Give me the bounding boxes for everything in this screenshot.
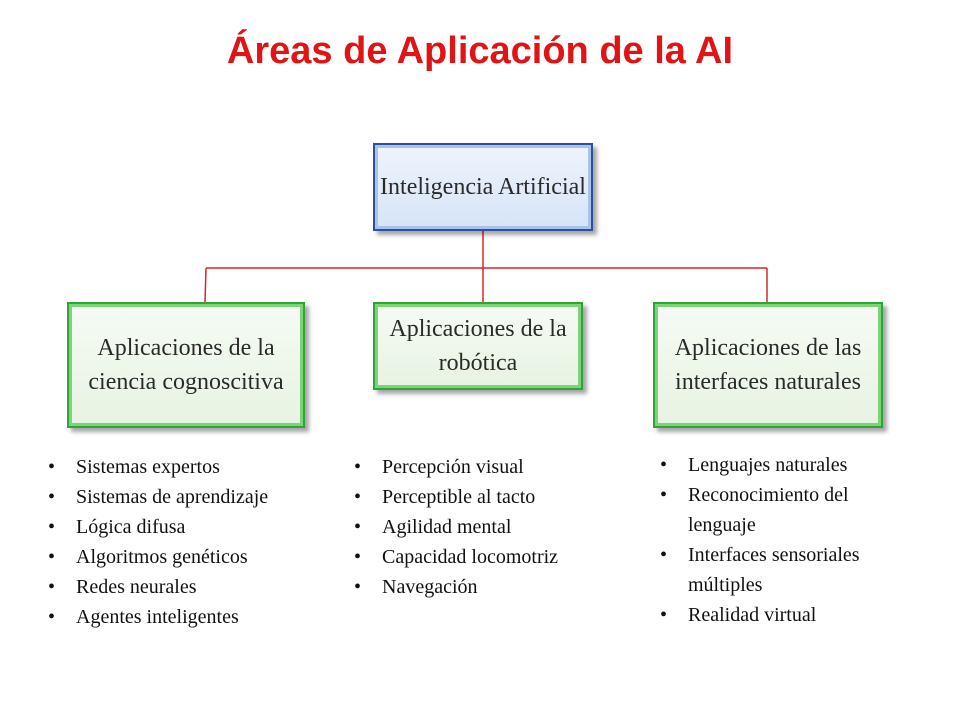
list-item: • Agentes inteligentes: [48, 602, 338, 632]
list-item-label: Lógica difusa: [76, 516, 186, 538]
connector-branch-1: [204, 267, 207, 303]
bullet-icon: •: [48, 576, 56, 598]
bullet-icon: •: [48, 516, 56, 538]
list-item-label: Sistemas de aprendizaje: [76, 486, 269, 508]
bullet-icon: •: [48, 486, 56, 508]
list-item-label: Algoritmos genéticos: [76, 546, 248, 568]
list-item: • Perceptible al tacto: [354, 482, 634, 512]
natural-interfaces-list: • Lenguajes naturales • Reconocimiento del…: [660, 450, 900, 630]
bullet-icon: •: [354, 456, 362, 478]
list-item: • Reconocimiento del lenguaje: [660, 480, 900, 540]
list-item-label: Sistemas expertos: [76, 456, 220, 478]
list-item: • Lenguajes naturales: [660, 450, 900, 480]
bullet-icon: •: [354, 546, 362, 568]
list-item: • Navegación: [354, 572, 634, 602]
bullet-icon: •: [660, 604, 668, 626]
branch-node-robotics: Aplicaciones de la robótica: [373, 302, 583, 390]
list-item: • Algoritmos genéticos: [48, 542, 338, 572]
branch-node-label: Aplicaciones de la robótica: [389, 316, 567, 376]
list-item: • Realidad virtual: [660, 600, 900, 630]
list-item-label: Redes neurales: [76, 576, 197, 598]
list-item-label: Realidad virtual: [688, 604, 817, 626]
list-item-label: Interfaces sensoriales múltiples: [688, 544, 860, 596]
list-item-label: Capacidad locomotriz: [382, 546, 559, 568]
list-item-label: Agilidad mental: [382, 516, 512, 538]
list-item-label: Agentes inteligentes: [76, 606, 239, 628]
branch-node-cognitive-science: Aplicaciones de la ciencia cognoscitiva: [67, 302, 305, 428]
bullet-icon: •: [660, 454, 668, 476]
list-item: • Agilidad mental: [354, 512, 634, 542]
list-item-label: Lenguajes naturales: [688, 454, 848, 476]
bullet-icon: •: [660, 484, 668, 506]
bullet-icon: •: [354, 486, 362, 508]
bullet-icon: •: [354, 516, 362, 538]
root-node: Inteligencia Artificial: [373, 143, 593, 231]
page-title: Áreas de Aplicación de la AI: [226, 30, 734, 72]
bullet-icon: •: [48, 456, 56, 478]
list-item-label: Reconocimiento del lenguaje: [688, 484, 849, 536]
bullet-icon: •: [354, 576, 362, 598]
robotics-list: • Percepción visual • Perceptible al tacto…: [354, 452, 634, 602]
root-node-label: Inteligencia Artificial: [380, 174, 586, 200]
list-item: • Sistemas expertos: [48, 452, 338, 482]
list-item: • Sistemas de aprendizaje: [48, 482, 338, 512]
branch-node-natural-interfaces: Aplicaciones de las interfaces naturales: [653, 302, 883, 428]
list-item: • Redes neurales: [48, 572, 338, 602]
cognitive-science-list: • Sistemas expertos • Sistemas de aprendiz…: [48, 452, 338, 632]
list-item: • Capacidad locomotriz: [354, 542, 634, 572]
bullet-icon: •: [48, 606, 56, 628]
branch-node-label: Aplicaciones de la ciencia cognoscitiva: [88, 335, 284, 395]
bullet-icon: •: [660, 544, 668, 566]
list-item-label: Navegación: [382, 576, 478, 598]
list-item: • Interfaces sensoriales múltiples: [660, 540, 900, 600]
list-item: • Lógica difusa: [48, 512, 338, 542]
bullet-icon: •: [48, 546, 56, 568]
list-item: • Percepción visual: [354, 452, 634, 482]
branch-node-label: Aplicaciones de las interfaces naturales: [674, 335, 862, 395]
list-item-label: Perceptible al tacto: [382, 486, 536, 508]
list-item-label: Percepción visual: [382, 456, 524, 478]
